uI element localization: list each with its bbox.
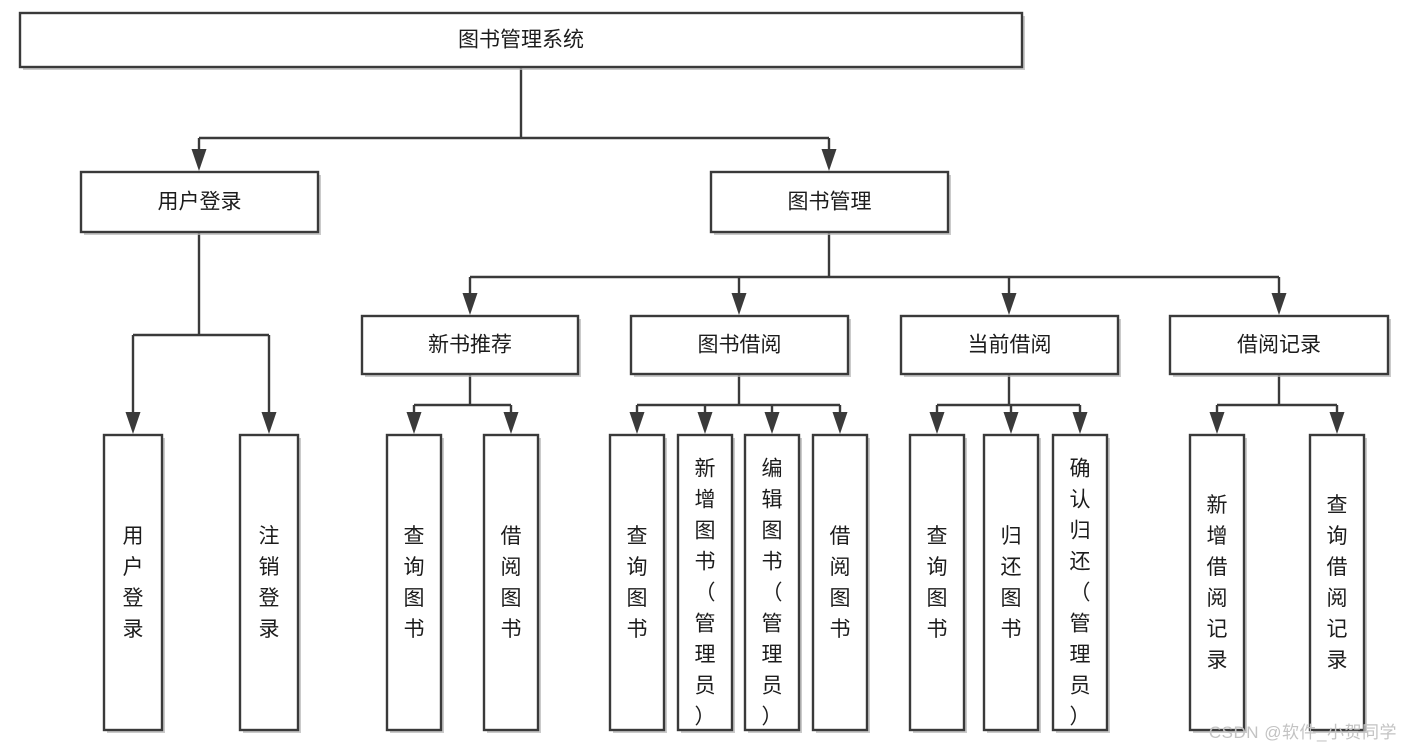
node-bookmgmt[interactable]: 图书管理	[709, 170, 951, 235]
nodes-layer: 图书管理系统用户登录图书管理新书推荐图书借阅当前借阅借阅记录用户登录注销登录查询…	[18, 11, 1391, 733]
edge-records-to-leaves	[1209, 374, 1345, 434]
edge-arrowhead-0	[406, 412, 422, 434]
node-rect[interactable]	[360, 314, 580, 376]
edge-arrowhead-2	[1001, 293, 1017, 315]
node-leaf-bo-add[interactable]: 新增图书（管理员）	[676, 433, 735, 733]
node-rect[interactable]	[743, 433, 801, 732]
node-leaf-bo-edit[interactable]: 编辑图书（管理员）	[743, 433, 802, 733]
node-leaf-re-add[interactable]: 新增借阅记录	[1188, 433, 1247, 733]
node-label: 用户登录	[158, 191, 242, 214]
edge-arrowhead-3	[1271, 293, 1287, 315]
edges-layer	[125, 67, 1345, 434]
node-leaf-user-logout[interactable]: 注销登录	[238, 433, 301, 733]
node-rect[interactable]	[1188, 433, 1246, 732]
edge-arrowhead-2	[764, 412, 780, 434]
node-label: 新书推荐	[428, 334, 512, 357]
node-current[interactable]: 当前借阅	[899, 314, 1121, 377]
edge-arrowhead-0	[1209, 412, 1225, 434]
node-leaf-nb-borrow[interactable]: 借阅图书	[482, 433, 541, 733]
node-label: 查询图书	[927, 525, 948, 641]
node-label: 借阅图书	[501, 525, 522, 641]
node-rect[interactable]	[676, 433, 734, 732]
node-label: 查询图书	[627, 525, 648, 641]
edge-current-to-leaves	[929, 374, 1088, 434]
edge-arrowhead-0	[462, 293, 478, 315]
edge-arrowhead-3	[832, 412, 848, 434]
node-rect[interactable]	[811, 433, 869, 732]
node-label: 图书借阅	[698, 334, 782, 357]
node-rect[interactable]	[385, 433, 443, 732]
edge-arrowhead-1	[1329, 412, 1345, 434]
node-label: 图书管理系统	[458, 29, 584, 52]
edge-login-to-leaves	[125, 232, 277, 434]
edge-bookmgmt-to-level3	[462, 232, 1287, 315]
node-leaf-re-query[interactable]: 查询借阅记录	[1308, 433, 1367, 733]
node-leaf-bo-query[interactable]: 查询图书	[608, 433, 667, 733]
edge-arrowhead-0	[629, 412, 645, 434]
node-login[interactable]: 用户登录	[79, 170, 321, 235]
node-label: 新增图书（管理员）	[695, 457, 716, 728]
edge-arrowhead-0	[191, 149, 207, 171]
node-label: 图书管理	[788, 191, 872, 214]
node-leaf-cu-return[interactable]: 归还图书	[982, 433, 1041, 733]
node-rect[interactable]	[899, 314, 1120, 376]
edge-arrowhead-0	[929, 412, 945, 434]
edge-arrowhead-1	[731, 293, 747, 315]
edge-arrowhead-2	[1072, 412, 1088, 434]
node-rect[interactable]	[18, 11, 1024, 69]
edge-arrowhead-1	[261, 412, 277, 434]
node-rect[interactable]	[1051, 433, 1109, 732]
node-rect[interactable]	[482, 433, 540, 732]
edge-arrowhead-1	[697, 412, 713, 434]
node-rect[interactable]	[238, 433, 300, 732]
watermark: CSDN @软件_小贺同学	[1208, 723, 1397, 742]
edge-arrowhead-1	[1003, 412, 1019, 434]
node-label: 查询借阅记录	[1327, 494, 1348, 672]
node-newbook[interactable]: 新书推荐	[360, 314, 581, 377]
edge-arrowhead-1	[503, 412, 519, 434]
node-label: 新增借阅记录	[1207, 494, 1228, 672]
node-rect[interactable]	[982, 433, 1040, 732]
node-label: 用户登录	[123, 525, 144, 641]
node-leaf-cu-query[interactable]: 查询图书	[908, 433, 967, 733]
node-label: 确认归还（管理员）	[1070, 457, 1091, 728]
node-root[interactable]: 图书管理系统	[18, 11, 1025, 70]
node-label: 查询图书	[404, 525, 425, 641]
node-leaf-nb-query[interactable]: 查询图书	[385, 433, 444, 733]
node-rect[interactable]	[1308, 433, 1366, 732]
edge-root-to-level2	[191, 67, 837, 171]
node-label: 编辑图书（管理员）	[762, 457, 783, 728]
edge-arrowhead-0	[125, 412, 141, 434]
node-label: 当前借阅	[968, 334, 1052, 357]
node-records[interactable]: 借阅记录	[1168, 314, 1391, 377]
node-rect[interactable]	[79, 170, 320, 234]
node-rect[interactable]	[1168, 314, 1390, 376]
node-rect[interactable]	[102, 433, 164, 732]
node-label: 借阅记录	[1237, 334, 1321, 357]
node-borrow[interactable]: 图书借阅	[629, 314, 851, 377]
node-label: 借阅图书	[830, 525, 851, 641]
node-rect[interactable]	[608, 433, 666, 732]
edge-arrowhead-1	[821, 149, 837, 171]
edge-newbook-to-leaves	[406, 374, 519, 434]
node-rect[interactable]	[629, 314, 850, 376]
node-rect[interactable]	[908, 433, 966, 732]
node-leaf-bo-borrow[interactable]: 借阅图书	[811, 433, 870, 733]
node-label: 注销登录	[259, 525, 280, 641]
node-leaf-cu-confirm[interactable]: 确认归还（管理员）	[1051, 433, 1110, 733]
node-rect[interactable]	[709, 170, 950, 234]
node-leaf-user-login[interactable]: 用户登录	[102, 433, 165, 733]
edge-borrow-to-leaves	[629, 374, 848, 434]
node-label: 归还图书	[1001, 525, 1022, 641]
